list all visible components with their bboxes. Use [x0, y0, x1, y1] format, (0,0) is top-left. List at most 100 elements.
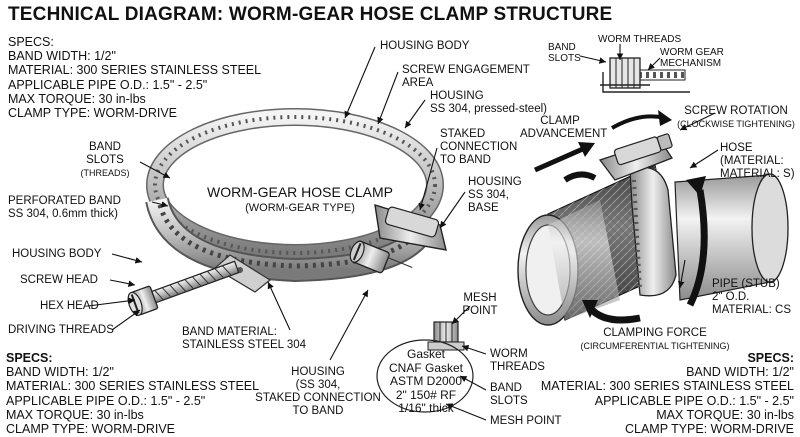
label-screw-head: SCREW HEAD [20, 274, 98, 286]
label-hose: HOSE (MATERIAL: MATERIAL: S) [720, 142, 795, 181]
label-line: (CIRCUMFERENTIAL TIGHTENING) [580, 341, 730, 351]
spec-line: MAX TORQUE: 30 in-lbs [6, 407, 144, 422]
mesh-point-detail-illustration [376, 321, 474, 413]
label-line: STAKED [440, 128, 486, 140]
label-housing-staked: HOUSING (SS 304, STAKED CONNECTION TO BA… [248, 366, 388, 418]
label-line: TO BAND [440, 154, 491, 166]
label-housing-body-top: HOUSING BODY [380, 40, 470, 52]
label-band-material: BAND MATERIAL: STAINLESS STEEL 304 [182, 326, 306, 352]
label-line: SCREW ENGAGEMENT [402, 64, 530, 76]
label-line: BASE [468, 202, 499, 214]
label-driving-threads: DRIVING THREADS [8, 324, 114, 336]
spec-line: BAND WIDTH: 1/2" [6, 365, 114, 380]
label-line: SCREW ROTATION [684, 105, 788, 117]
label-line: BAND [548, 42, 576, 53]
label-clamping-force: CLAMPING FORCE (CIRCUMFERENTIAL TIGHTENI… [570, 327, 740, 353]
label-line: CLAMP [540, 115, 580, 127]
gasket-line: Gasket [406, 347, 445, 361]
label-line: TO BAND [292, 405, 344, 417]
label-line: THREADS [490, 361, 545, 373]
label-line: MATERIAL: CS [712, 304, 792, 316]
label-line: CLAMPING FORCE [603, 327, 707, 339]
hex-screw-illustration [127, 260, 240, 316]
clamp-advancement-arrow [533, 142, 595, 173]
label-line: CONNECTION [440, 141, 518, 153]
spec-line: CLAMP TYPE: WORM-DRIVE [8, 106, 178, 121]
label-line: STAINLESS STEEL 304 [182, 339, 307, 351]
spec-line: APPLICABLE PIPE O.D.: 1.5" - 2.5" [594, 393, 794, 408]
specs-bottom-left-block: SPECS: BAND WIDTH: 1/2" MATERIAL: 300 SE… [6, 351, 259, 436]
label-band-slots-left: BAND SLOTS (THREADS) [75, 141, 135, 180]
spec-line: SPECS: [747, 351, 794, 365]
spec-line: BAND WIDTH: 1/2" [686, 365, 794, 380]
label-housing-base: HOUSING SS 304, BASE [468, 176, 522, 215]
label-line: HOUSING [291, 366, 345, 378]
label-hex-head: HEX HEAD [40, 300, 99, 312]
spec-line: BAND WIDTH: 1/2" [8, 49, 116, 64]
label-line: BAND MATERIAL: [182, 326, 277, 338]
label-line: MESH [463, 292, 497, 304]
clamp-title-text: WORM-GEAR HOSE CLAMP [207, 184, 393, 200]
label-band-slots-bottom: BAND SLOTS [490, 382, 528, 408]
label-staked-connection: STAKED CONNECTION TO BAND [440, 128, 517, 167]
label-line: HOUSING [430, 90, 484, 102]
spec-line: APPLICABLE PIPE O.D.: 1.5" - 2.5" [6, 393, 206, 408]
label-line: WORM GEAR [660, 47, 724, 58]
gasket-spec-block: Gasket CNAF Gasket ASTM D2000 2" 150# RF… [383, 347, 469, 416]
screw-rotation-arrow [611, 110, 672, 130]
label-inset-band-slots: BAND SLOTS [548, 42, 581, 64]
label-line: WORM [490, 348, 528, 360]
label-screw-engagement: SCREW ENGAGEMENT AREA [402, 64, 530, 90]
page-title: TECHNICAL DIAGRAM: WORM-GEAR HOSE CLAMP … [8, 4, 613, 25]
label-line: BAND [89, 141, 121, 153]
label-housing-body-left: HOUSING BODY [12, 248, 102, 260]
label-line: 2" O.D. [712, 291, 750, 303]
label-line: BAND [490, 382, 522, 394]
label-inset-worm-threads: WORM THREADS [598, 34, 682, 45]
gasket-line: CNAF Gasket [388, 360, 463, 375]
spec-line: MATERIAL: 300 SERIES STAINLESS STEEL [8, 63, 262, 78]
label-line: PERFORATED BAND [8, 195, 121, 207]
label-perforated-band: PERFORATED BAND SS 304, 0.6mm thick) [8, 195, 121, 221]
label-pipe-stub: PIPE (STUB) 2" O.D. MATERIAL: CS [712, 278, 791, 317]
worm-gear-clamp-illustration [145, 108, 447, 293]
spec-line: SPECS: [6, 351, 53, 365]
gasket-line: 2" 150# RF [395, 387, 457, 402]
label-line: SS 304, [468, 189, 509, 201]
leader-lines [87, 44, 719, 421]
spec-line: MATERIAL: 300 SERIES STAINLESS STEEL [6, 379, 260, 394]
spec-line: APPLICABLE PIPE O.D.: 1.5" - 2.5" [8, 77, 208, 92]
label-line: ADVANCEMENT [520, 128, 608, 140]
label-worm-threads-bottom: WORM THREADS [490, 348, 545, 374]
label-clamp-advancement: CLAMP ADVANCEMENT [520, 115, 608, 141]
label-line: SLOTS [86, 154, 124, 166]
label-line: SLOTS [548, 53, 581, 64]
spec-line: MAX TORQUE: 30 in-lbs [8, 91, 146, 106]
label-line: (SS 304, [295, 379, 341, 391]
clamp-title: WORM-GEAR HOSE CLAMP (WORM-GEAR TYPE) [200, 184, 400, 216]
clamp-subtitle-text: (WORM-GEAR TYPE) [245, 202, 355, 214]
clamping-force-arrow [563, 171, 708, 324]
label-screw-rotation: SCREW ROTATION (CLOCKWISE TIGHTENING) [676, 105, 796, 131]
worm-gear-inset-illustration [600, 57, 690, 93]
label-mesh-point-bottom: MESH POINT [490, 415, 562, 427]
label-line: MATERIAL: S) [720, 168, 795, 180]
gasket-line: 1/16" thick [398, 401, 454, 415]
label-line: SS 304, 0.6mm thick) [8, 208, 118, 220]
specs-top-block: SPECS: BAND WIDTH: 1/2" MATERIAL: 300 SE… [8, 35, 261, 120]
label-line: (THREADS) [80, 168, 130, 178]
label-line: AREA [402, 77, 434, 89]
label-line: (CLOCKWISE TIGHTENING) [677, 119, 795, 129]
label-line: PIPE (STUB) [712, 278, 780, 290]
specs-bottom-right-block: SPECS: BAND WIDTH: 1/2" MATERIAL: 300 SE… [541, 351, 794, 436]
label-line: STAKED CONNECTION [255, 392, 381, 404]
spec-line: MAX TORQUE: 30 in-lbs [656, 407, 794, 422]
label-mesh-point-top: MESH POINT [455, 292, 505, 318]
label-line: (MATERIAL: [720, 155, 784, 167]
label-inset-worm-gear: WORM GEAR MECHANISM [660, 47, 724, 69]
label-line: MECHANISM [660, 58, 722, 69]
gasket-line: ASTM D2000 [389, 374, 463, 388]
spec-line: CLAMP TYPE: WORM-DRIVE [624, 422, 794, 437]
label-line: SS 304, pressed-steel) [430, 103, 547, 115]
